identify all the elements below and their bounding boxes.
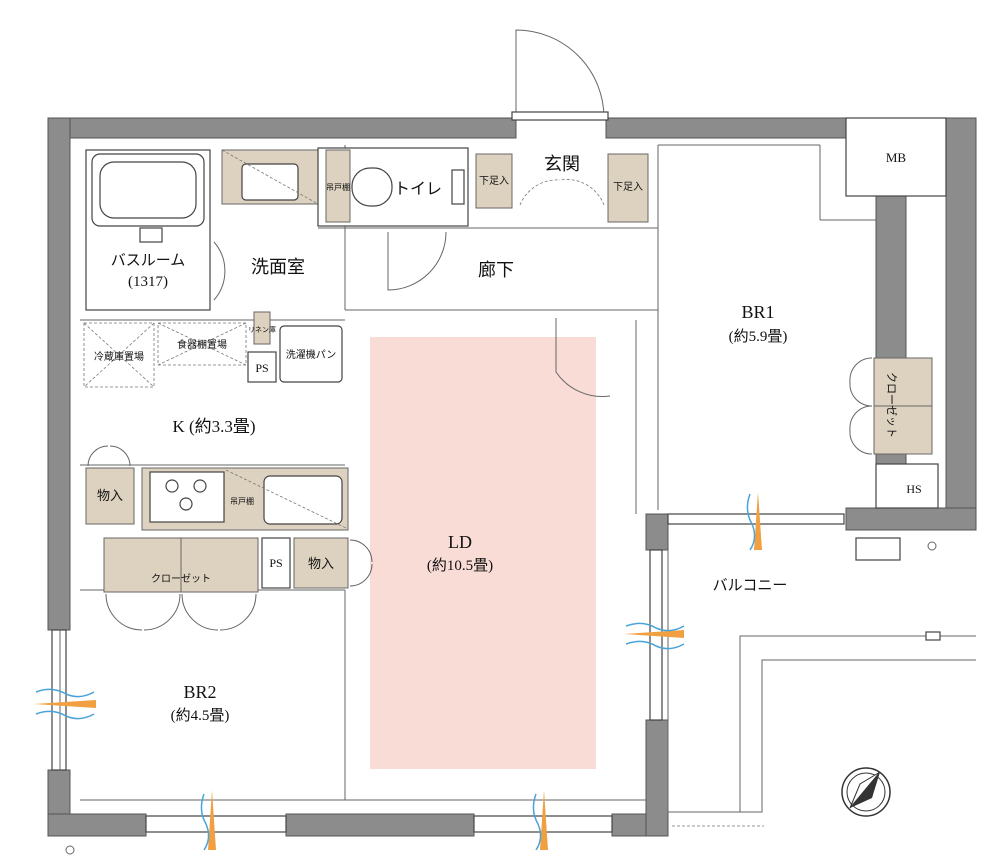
storage-box-1	[85, 467, 135, 525]
storage-label-1: 物入	[97, 488, 123, 503]
ps-label-lower: PS	[269, 556, 282, 570]
toilet-door	[387, 231, 447, 291]
fixture-circle	[65, 845, 75, 855]
interior-walls	[80, 144, 876, 801]
laundry-pan	[279, 325, 343, 383]
closet-br2-label: クローゼット	[151, 573, 211, 585]
corridor-label: 廊下	[478, 260, 514, 280]
laundry-label: 洗濯機パン	[286, 348, 337, 361]
entrance-door	[511, 29, 609, 121]
hanging-cabinet-toilet-label: 吊戸棚	[326, 182, 350, 192]
kitchen-label: K (約3.3畳)	[172, 417, 255, 436]
br2-label: BR2	[183, 682, 216, 702]
shoe-cabinet-left	[475, 153, 513, 209]
ld-size-label: (約10.5畳)	[427, 557, 493, 574]
compass-icon	[841, 767, 891, 817]
washroom-label: 洗面室	[251, 257, 305, 277]
linen-cabinet	[253, 311, 271, 345]
br1-closet	[849, 357, 933, 455]
ps-box-upper	[247, 351, 277, 383]
ps-label-upper: PS	[255, 361, 268, 375]
ld-label: LD	[448, 532, 472, 552]
storage-1-door	[87, 445, 131, 467]
linen-label: リネン庫	[248, 325, 276, 334]
hs-label: HS	[906, 482, 921, 496]
storage-2-door	[349, 539, 373, 587]
closet-br1-label: クローゼット	[885, 372, 898, 438]
storage-box-2	[293, 537, 349, 589]
bathroom-size-label: (1317)	[128, 274, 168, 290]
ld-highlight	[370, 337, 596, 769]
dish-shelf-space	[157, 322, 247, 366]
balcony-label: バルコニー	[713, 578, 788, 594]
mb-box	[845, 117, 947, 197]
windows	[51, 513, 845, 833]
br1-size-label: (約5.9畳)	[729, 328, 788, 345]
fridge-label: 冷蔵庫置場	[94, 350, 144, 363]
br2-size-label: (約4.5畳)	[171, 707, 230, 724]
bathroom-label: バスルーム	[111, 253, 186, 269]
kitchen-counter	[141, 467, 349, 531]
storage-label-2: 物入	[308, 556, 334, 571]
shoe-cabinet-right	[607, 153, 649, 223]
shoe-label-left: 下足入	[479, 175, 509, 187]
entrance-label: 玄関	[544, 154, 580, 174]
bathroom	[85, 149, 226, 311]
ld-door	[555, 318, 611, 398]
hs-box	[875, 463, 939, 509]
hanging-cabinet-kitchen-label: 吊戸棚	[230, 496, 254, 506]
shoe-label-right: 下足入	[613, 181, 643, 193]
br2-closet	[103, 537, 259, 631]
dish-shelf-label: 食器棚置場	[177, 338, 227, 351]
balcony-outline	[667, 537, 976, 813]
airflow-markers	[34, 492, 762, 851]
fridge-space	[83, 322, 155, 388]
br1-label: BR1	[741, 302, 774, 322]
entrance-step	[519, 179, 605, 206]
toilet-label: トイレ	[394, 181, 442, 198]
washroom-vanity	[221, 149, 319, 205]
mb-label: MB	[886, 150, 907, 165]
ps-box-lower	[261, 537, 291, 589]
toilet-room	[317, 147, 469, 227]
